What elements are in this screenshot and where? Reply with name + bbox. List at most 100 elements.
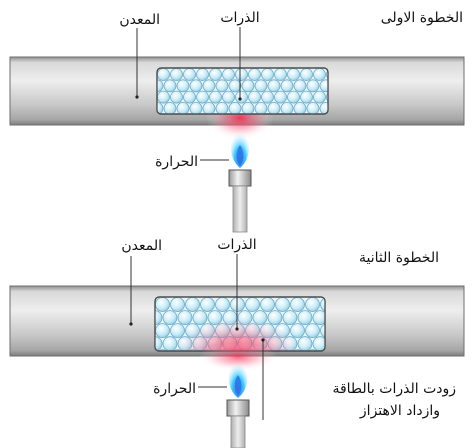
atom <box>162 336 178 351</box>
atom <box>326 90 328 104</box>
step2-atom-lattice <box>155 297 325 351</box>
step1-atoms-label: الذرات <box>220 10 259 26</box>
atom <box>228 79 242 93</box>
atom <box>297 336 313 351</box>
step1-burner <box>228 128 252 233</box>
atom <box>228 102 242 114</box>
atom <box>274 68 287 81</box>
atom <box>157 102 164 114</box>
atom <box>290 297 305 312</box>
step2-heat-label: الحرارة <box>153 381 196 397</box>
atom <box>170 90 183 104</box>
atom <box>215 102 229 114</box>
atom <box>215 297 230 312</box>
atom <box>170 297 185 312</box>
step2-metal-leader-dot <box>129 322 133 326</box>
step1-metal-leader-dot <box>135 95 139 99</box>
atom <box>157 90 170 104</box>
atom <box>222 90 235 104</box>
atom <box>155 297 170 312</box>
step2-burner <box>226 358 250 448</box>
atom <box>155 349 170 351</box>
atom <box>287 68 300 81</box>
atom <box>202 102 216 114</box>
step2-note-line2: وازداد الاهتزاز <box>359 403 440 419</box>
atom <box>293 102 307 114</box>
atom <box>215 79 229 93</box>
step1-atom-lattice <box>157 68 328 114</box>
atom <box>267 102 281 114</box>
atom <box>300 90 313 104</box>
atom <box>293 79 307 93</box>
step1-gas-pipe <box>232 185 248 233</box>
atom <box>248 90 261 104</box>
step2-panel: الخطوة الثانية المعدن الذرات الحرارة زود… <box>9 237 465 448</box>
atom <box>176 79 190 93</box>
atom <box>313 68 326 81</box>
atom <box>241 102 255 114</box>
atom <box>319 79 328 93</box>
atom <box>155 323 170 339</box>
step2-atoms-leader-dot <box>235 327 239 331</box>
atom <box>305 297 320 312</box>
atom <box>235 68 248 81</box>
atom <box>202 79 216 93</box>
atom <box>155 336 163 351</box>
atom <box>189 102 203 114</box>
step2-title: الخطوة الثانية <box>359 250 439 266</box>
step1-metal-label: المعدن <box>119 12 160 28</box>
atom <box>300 68 313 81</box>
atom <box>209 90 222 104</box>
atom <box>189 79 203 93</box>
atom <box>280 102 294 114</box>
atom <box>254 79 268 93</box>
step2-note-leader-dot <box>261 338 265 342</box>
atom <box>287 90 300 104</box>
atom <box>176 102 190 114</box>
step2-note-line1: زودت الذرات بالطاقة <box>332 381 456 397</box>
atom <box>280 79 294 93</box>
atom <box>177 310 193 326</box>
atom <box>200 297 215 312</box>
step2-atoms-label: الذرات <box>217 237 256 253</box>
atom <box>326 68 328 81</box>
atom <box>170 68 183 81</box>
atom <box>261 90 274 104</box>
atom <box>313 90 326 104</box>
atom <box>183 68 196 81</box>
atom <box>260 297 275 312</box>
atom <box>305 323 320 339</box>
atom <box>155 310 163 326</box>
step1-atoms-leader-dot <box>238 97 242 101</box>
atom <box>319 102 328 114</box>
atom <box>320 323 325 339</box>
atom <box>320 297 325 312</box>
step1-atoms-window <box>156 67 329 115</box>
step2-heat-glow-outer <box>198 343 278 371</box>
atom <box>312 310 325 326</box>
step1-heat-label: الحرارة <box>155 154 198 170</box>
atom <box>196 68 209 81</box>
atom <box>306 102 320 114</box>
atom <box>297 310 313 326</box>
atom <box>163 79 177 93</box>
step2-metal-label: المعدن <box>121 238 162 254</box>
atom <box>183 90 196 104</box>
atom <box>235 90 248 104</box>
step2-gas-pipe <box>230 415 246 448</box>
atom <box>185 297 200 312</box>
atom <box>157 68 170 81</box>
atom <box>306 79 320 93</box>
step1-title: الخطوة الاولى <box>381 10 463 26</box>
step1-panel: الخطوة الاولى المعدن الذرات الحرارة <box>9 10 465 233</box>
step1-nozzle <box>228 169 252 187</box>
atom <box>274 90 287 104</box>
atom <box>267 79 281 93</box>
atom <box>282 310 298 326</box>
atom <box>209 68 222 81</box>
atom <box>254 102 268 114</box>
step2-nozzle <box>226 399 250 417</box>
atom <box>222 68 235 81</box>
atom <box>196 90 209 104</box>
